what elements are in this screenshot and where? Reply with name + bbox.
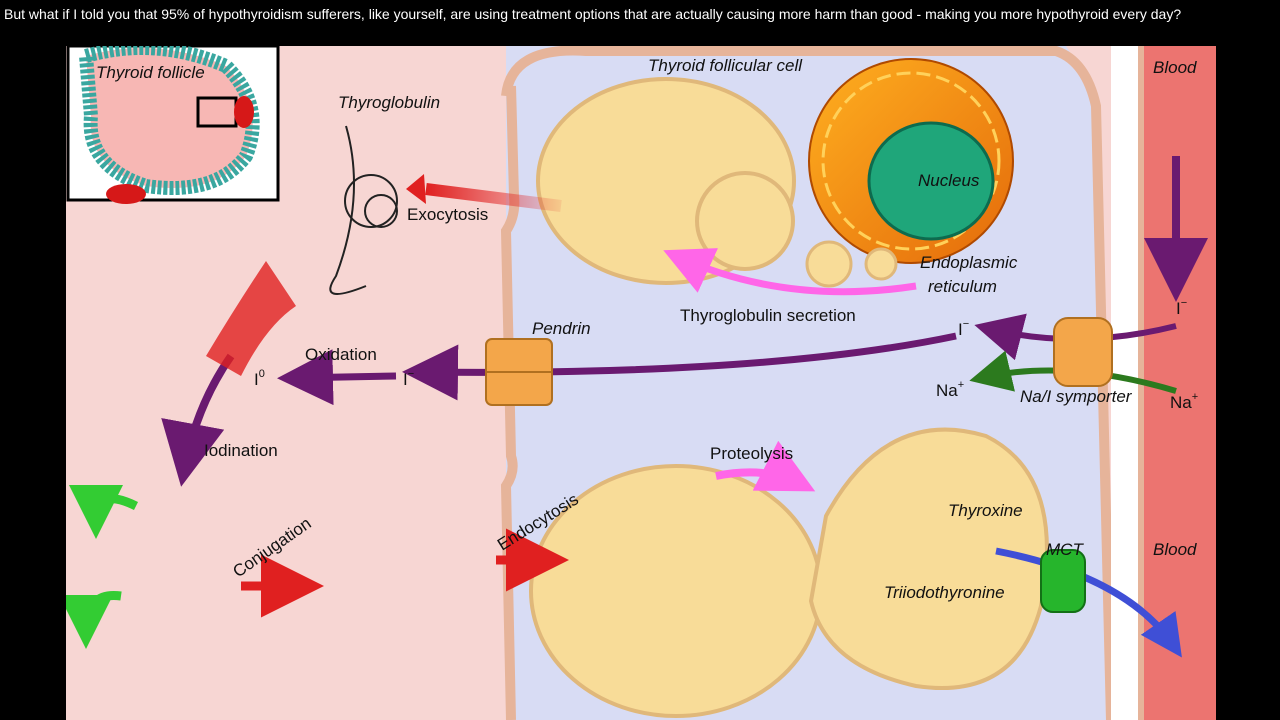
video-caption: But what if I told you that 95% of hypot… — [4, 6, 1182, 22]
blood-label-bottom: Blood — [1153, 540, 1197, 559]
thyroid-follicle-label: Thyroid follicle — [96, 63, 205, 82]
mct-label: MCT — [1046, 540, 1084, 559]
thyroglobulin-molecule — [329, 125, 398, 295]
exocytosis-label: Exocytosis — [407, 205, 488, 224]
sodium-label-cell: Na+ — [936, 379, 964, 400]
iodination-label: Iodination — [204, 441, 278, 460]
diagram-canvas: Thyroid follicle Nucleus — [66, 46, 1216, 720]
iodination-green-arrow-top — [69, 484, 139, 539]
hormone-release-arrow — [995, 547, 1182, 658]
thyroid-hormone-synthesis-diagram: Thyroid follicle Nucleus — [66, 46, 1216, 720]
iodination-arrow — [161, 353, 235, 487]
nucleus-complex: Nucleus — [808, 58, 1014, 264]
iodide-label-blood: I− — [1176, 297, 1187, 318]
exocytosis-arrowhead — [406, 174, 426, 204]
pendrin-label: Pendrin — [532, 319, 591, 338]
cell-membrane — [501, 46, 1116, 720]
thyroglobulin-secretion-arrow — [663, 248, 917, 296]
endoplasmic-label: Endoplasmic — [920, 253, 1018, 272]
sodium-label-blood: Na+ — [1170, 391, 1198, 412]
thyroglobulin-secretion-label: Thyroglobulin secretion — [680, 306, 856, 325]
proteolysis-arrow — [715, 440, 816, 492]
thyroxine-label: Thyroxine — [948, 501, 1023, 520]
symporter-label: Na/I symporter — [1020, 387, 1133, 406]
thyroglobulin-label: Thyroglobulin — [338, 93, 440, 112]
pendrin-channel — [485, 338, 553, 406]
conjugation-label: Conjugation — [229, 514, 314, 582]
oxidation-arrow — [277, 349, 397, 406]
secretory-vesicles — [536, 77, 898, 288]
reticulum-label: reticulum — [928, 277, 997, 296]
oxidation-label: Oxidation — [305, 345, 377, 364]
blood-label-top: Blood — [1153, 58, 1197, 77]
proteolysis-label: Proteolysis — [710, 444, 793, 463]
iodination-green-arrow-bottom — [66, 590, 122, 649]
mct-channel — [1040, 549, 1086, 613]
triiodothyronine-label: Triiodothyronine — [884, 583, 1005, 602]
iodide-label-cell: I− — [958, 318, 969, 339]
nucleus-label: Nucleus — [918, 171, 980, 190]
na-i-symporter-channel — [1053, 317, 1113, 387]
iodide-label-lumen: I− — [403, 368, 414, 389]
iodine-label: I0 — [254, 368, 265, 389]
red-fan-arrow — [206, 261, 296, 376]
endocytic-vesicles — [529, 427, 1049, 718]
exocytosis-arrow — [425, 183, 562, 212]
thyroid-follicle-inset: Thyroid follicle — [66, 46, 280, 204]
follicular-cell-label: Thyroid follicular cell — [648, 56, 803, 75]
